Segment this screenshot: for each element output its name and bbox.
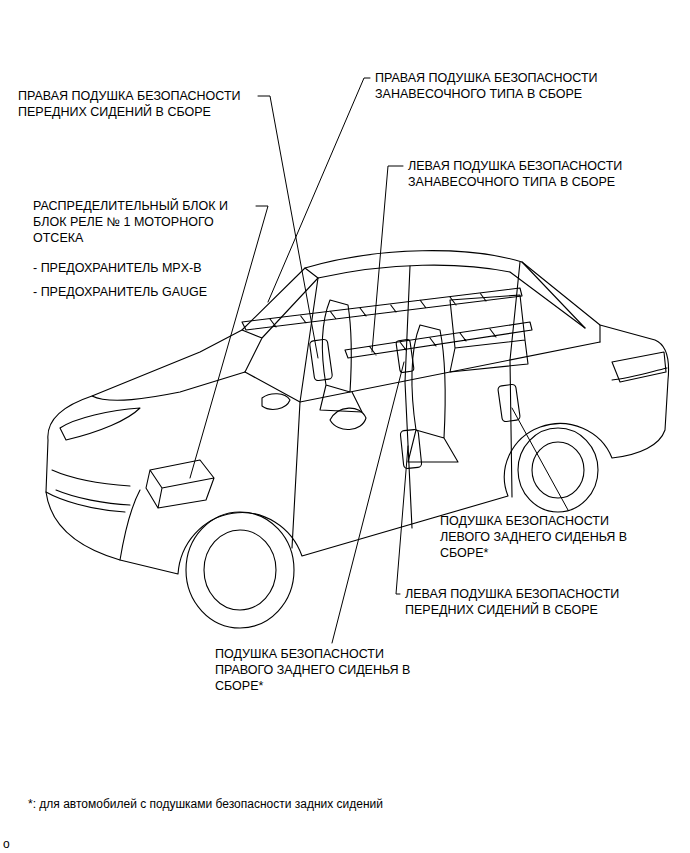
front-wheel [186,512,294,628]
part-label: ПОДУШКА БЕЗОПАСНОСТИ ПРАВОГО ЗАДНЕГО СИД… [215,646,433,694]
part-label: РАСПРЕДЕЛИТЕЛЬНЫЙ БЛОК И БЛОК РЕЛЕ № 1 М… [33,198,255,246]
front-wheel-rim [204,530,276,610]
part-label: ПРАВАЯ ПОДУШКА БЕЗОПАСНОСТИ ЗАНАВЕСОЧНОГ… [375,70,625,102]
bumper [46,492,125,512]
part-label: - ПРЕДОХРАНИТЕЛЬ GAUGE [33,284,207,300]
right-curtain-airbag [242,288,522,330]
note-text: *: для автомобилей с подушками безопасно… [28,796,383,812]
car-body [46,251,669,574]
rear-window [522,262,667,380]
grille [52,470,140,560]
rear-wheel-rim [532,442,584,498]
part-label: ЛЕВАЯ ПОДУШКА БЕЗОПАСНОСТИ ПЕРЕДНИХ СИДЕ… [405,586,660,618]
right-front-seat-airbag [309,339,332,381]
right-rear-seat-airbag [396,339,414,373]
left-front-seat-airbag [400,429,422,469]
headlight [60,408,140,440]
note-text: o [3,836,10,852]
part-label: ПРАВАЯ ПОДУШКА БЕЗОПАСНОСТИ ПЕРЕДНИХ СИД… [18,88,273,120]
hood-line [92,372,245,400]
steering-wheel [330,408,366,429]
part-label: ПОДУШКА БЕЗОПАСНОСТИ ЛЕВОГО ЗАДНЕГО СИДЕ… [440,513,658,561]
side-mirror [262,394,290,410]
tail-light [612,352,666,382]
part-label: - ПРЕДОХРАНИТЕЛЬ MPX-B [33,260,202,276]
relay-block [146,460,214,508]
part-label: ЛЕВАЯ ПОДУШКА БЕЗОПАСНОСТИ ЗАНАВЕСОЧНОГО… [408,158,648,190]
rear-seat [450,295,528,372]
